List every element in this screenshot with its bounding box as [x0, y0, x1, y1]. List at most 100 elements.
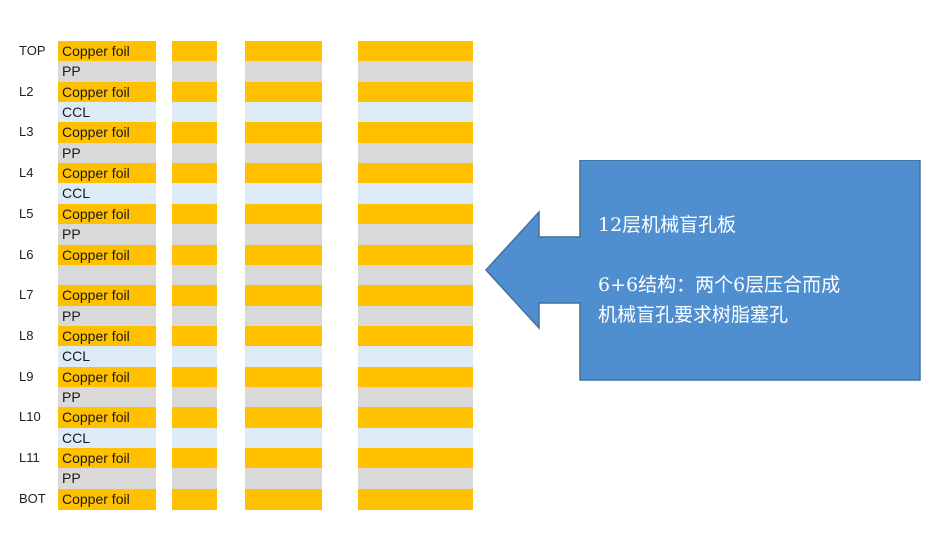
stack-column-2-copper: [172, 163, 217, 184]
stack-column-3-ccl: [245, 183, 322, 205]
stack-column-3-copper: [245, 366, 322, 388]
stack-column-4-copper: [358, 163, 473, 184]
stack-layer-copper: Copper foil: [58, 163, 156, 184]
stack-column-3-pp: [245, 468, 322, 490]
stack-column-2-copper: [172, 448, 217, 469]
layer-label: L9: [19, 368, 34, 384]
stack-column-4-pp: [358, 224, 473, 245]
callout-line-2: 机械盲孔要求树脂塞孔: [598, 304, 789, 326]
stack-layer-copper: Copper foil: [58, 41, 156, 62]
stack-column-2-copper: [172, 81, 217, 103]
stack-layer-ccl: CCL: [58, 183, 156, 205]
stack-column-4-ccl: [358, 102, 473, 123]
layer-label: L4: [19, 165, 34, 181]
stack-column-3-copper: [245, 488, 322, 510]
layer-label: L6: [19, 246, 34, 262]
stack-column-4-pp: [358, 305, 473, 327]
stack-layer-copper: Copper foil: [58, 488, 156, 510]
callout-title: 12层机械盲孔板: [598, 214, 737, 236]
stack-column-3-copper: [245, 285, 322, 307]
stack-layer-copper: Copper foil: [58, 325, 156, 347]
stack-layer-copper: Copper foil: [58, 81, 156, 103]
stack-layer-pp: PP: [58, 142, 156, 164]
stack-column-3-ccl: [245, 427, 322, 449]
stack-column-3-pp: [245, 224, 322, 245]
left-arrow-callout: [484, 160, 921, 381]
stack-column-2-ccl: [172, 102, 217, 123]
stack-column-2-copper: [172, 41, 217, 62]
stack-column-4-copper: [358, 325, 473, 347]
stack-column-2-copper: [172, 407, 217, 429]
stack-layer-pp: PP: [58, 224, 156, 245]
stack-column-3-copper: [245, 244, 322, 266]
stack-column-2-copper: [172, 122, 217, 144]
callout-line-1: 6+6结构：两个6层压合而成: [598, 274, 841, 296]
stack-column-4-pp: [358, 142, 473, 164]
stack-column-4-copper: [358, 203, 473, 225]
stack-column-4-copper: [358, 285, 473, 307]
stack-layer-ccl: CCL: [58, 102, 156, 123]
stack-column-4-pp: [358, 386, 473, 408]
layer-label: L5: [19, 205, 34, 221]
stack-column-3-copper: [245, 122, 322, 144]
stack-layer-copper: Copper foil: [58, 366, 156, 388]
stack-column-3-ccl: [245, 346, 322, 368]
stack-column-2-pp: [172, 305, 217, 327]
layer-label: L11: [19, 450, 40, 465]
stack-layer-copper: Copper foil: [58, 407, 156, 429]
stack-column-3-ccl: [245, 102, 322, 123]
stack-column-4-copper: [358, 244, 473, 266]
stack-column-2-copper: [172, 325, 217, 347]
stack-column-2-pp: [172, 61, 217, 83]
stack-column-3-pp: [245, 61, 322, 83]
stack-column-4-pp: [358, 264, 473, 286]
stack-column-2-pp: [172, 264, 217, 286]
stack-column-3-copper: [245, 325, 322, 347]
stack-column-2-pp: [172, 468, 217, 490]
stack-column-3-pp: [245, 264, 322, 286]
stack-column-4-copper: [358, 41, 473, 62]
stack-column-4-copper: [358, 122, 473, 144]
stack-column-2-ccl: [172, 183, 217, 205]
stack-column-4-copper: [358, 448, 473, 469]
stack-column-2-copper: [172, 488, 217, 510]
stack-column-2-copper: [172, 366, 217, 388]
layer-label: BOT: [19, 490, 46, 506]
stack-layer-ccl: CCL: [58, 427, 156, 449]
stack-layer-pp: PP: [58, 468, 156, 490]
stack-column-3-copper: [245, 407, 322, 429]
stack-column-2-ccl: [172, 346, 217, 368]
stack-column-2-copper: [172, 203, 217, 225]
stack-column-2-pp: [172, 224, 217, 245]
stack-column-3-copper: [245, 203, 322, 225]
stack-column-3-copper: [245, 163, 322, 184]
stack-column-4-pp: [358, 61, 473, 83]
stack-column-2-pp: [172, 142, 217, 164]
stack-column-3-pp: [245, 305, 322, 327]
stack-column-3-pp: [245, 386, 322, 408]
stack-column-2-ccl: [172, 427, 217, 449]
stack-column-2-copper: [172, 285, 217, 307]
stack-column-4-ccl: [358, 427, 473, 449]
stack-column-4-copper: [358, 488, 473, 510]
layer-label: L8: [19, 327, 34, 343]
stack-column-3-copper: [245, 81, 322, 103]
stack-layer-copper: Copper foil: [58, 203, 156, 225]
stack-layer-pp: PP: [58, 305, 156, 327]
layer-label: L7: [19, 287, 34, 303]
stack-column-2-copper: [172, 244, 217, 266]
stack-column-3-copper: [245, 41, 322, 62]
layer-label: L3: [19, 124, 34, 140]
stack-column-4-pp: [358, 468, 473, 490]
stack-column-4-copper: [358, 81, 473, 103]
stack-column-4-ccl: [358, 183, 473, 205]
callout-shape: [484, 160, 921, 381]
stack-layer-pp: PP: [58, 386, 156, 408]
stack-layer-copper: Copper foil: [58, 448, 156, 469]
stack-column-3-copper: [245, 448, 322, 469]
stack-column-4-copper: [358, 407, 473, 429]
stack-column-3-pp: [245, 142, 322, 164]
stack-layer-pp: PP: [58, 61, 156, 83]
layer-label: TOP: [19, 43, 46, 58]
